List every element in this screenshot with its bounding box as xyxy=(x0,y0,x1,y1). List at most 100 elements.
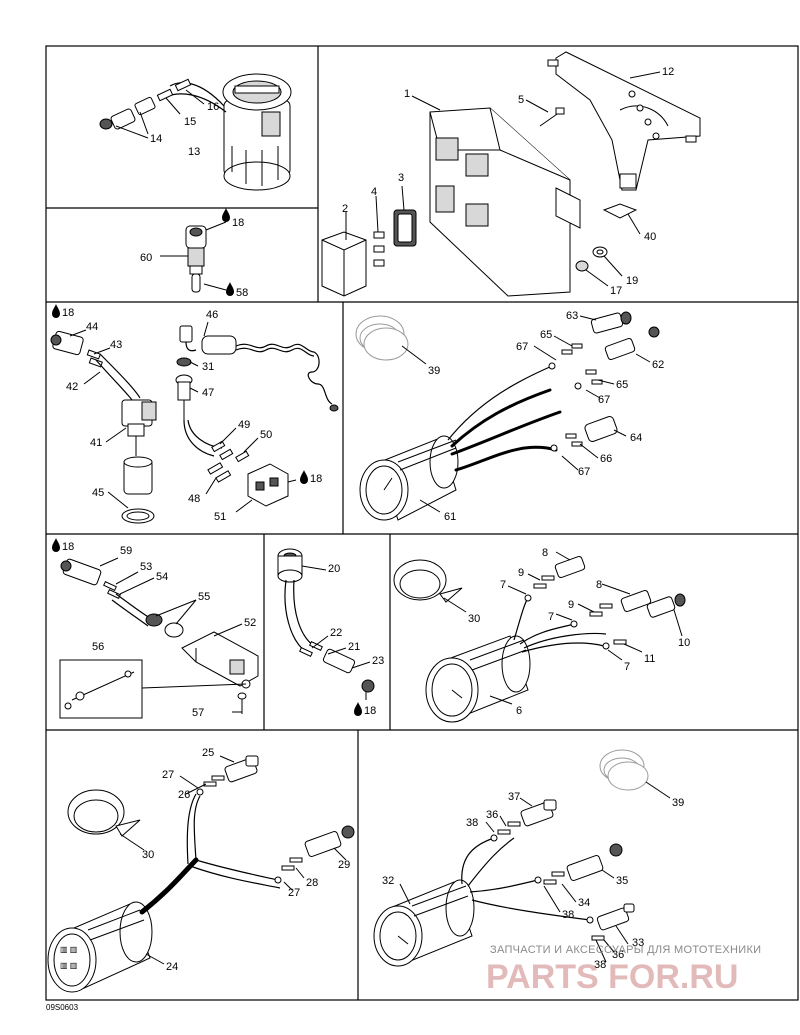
label-67: 67 xyxy=(516,341,528,353)
label-14: 14 xyxy=(150,133,162,145)
label-26: 26 xyxy=(178,789,190,801)
label-34: 34 xyxy=(578,897,590,909)
label-38: 38 xyxy=(594,959,606,971)
reference-code: 09S0603 xyxy=(46,1003,79,1012)
connector-23 xyxy=(322,648,375,693)
panel-trim-sender: 18 xyxy=(52,538,259,719)
label-36: 36 xyxy=(486,809,498,821)
watermark-tagline: ЗАПЧАСТИ И АКСЕССУАРЫ ДЛЯ МОТОТЕХНИКИ xyxy=(490,944,761,956)
label-4: 4 xyxy=(371,186,377,198)
sender-52 xyxy=(181,631,259,689)
connector-64 xyxy=(584,416,618,442)
terminals-49 xyxy=(211,440,234,461)
connectors-8 xyxy=(554,555,652,613)
panel-gauge-32: 39 xyxy=(373,749,684,971)
label-54: 54 xyxy=(156,571,168,583)
label-35: 35 xyxy=(616,875,628,887)
label-65: 65 xyxy=(616,379,628,391)
label-47: 47 xyxy=(202,387,214,399)
terminals-22-21 xyxy=(299,640,323,658)
terminal-16 xyxy=(174,78,192,92)
label-28: 28 xyxy=(306,877,318,889)
label-18: 18 xyxy=(62,307,74,319)
sensor-41 xyxy=(121,399,157,456)
grommets-55 xyxy=(145,613,184,638)
terminals-48 xyxy=(207,462,232,483)
terminals-53-54 xyxy=(103,580,121,600)
connector-63 xyxy=(590,311,632,334)
label-42: 42 xyxy=(66,381,78,393)
label-38: 38 xyxy=(562,909,574,921)
label-41: 41 xyxy=(90,437,102,449)
label-7: 7 xyxy=(548,611,554,623)
panel-bilge-pump: 14 15 16 13 xyxy=(99,73,292,191)
label-56: 56 xyxy=(92,641,104,653)
label-55: 55 xyxy=(198,591,210,603)
panel-temp-sensor: 18 60 58 xyxy=(140,208,248,299)
nut-17 xyxy=(575,260,589,272)
fuse-4 xyxy=(373,231,385,267)
label-40: 40 xyxy=(644,231,656,243)
label-57: 57 xyxy=(192,707,204,719)
label-3: 3 xyxy=(398,172,404,184)
label-49: 49 xyxy=(238,419,250,431)
screw-5 xyxy=(539,107,565,127)
drop-icon xyxy=(300,470,308,484)
label-20: 20 xyxy=(328,563,340,575)
cable-46 xyxy=(201,335,339,412)
relay-2 xyxy=(321,231,367,297)
label-67: 67 xyxy=(598,394,610,406)
connector-44 xyxy=(50,330,84,356)
bracket-12 xyxy=(547,51,701,191)
label-30: 30 xyxy=(142,849,154,861)
fuse-holder-3 xyxy=(393,209,417,247)
connector-10 xyxy=(646,593,686,618)
label-61: 61 xyxy=(444,511,456,523)
panel-control-module: 1 5 12 2 4 3 40 19 17 xyxy=(321,51,701,297)
label-66: 66 xyxy=(600,453,612,465)
label-27: 27 xyxy=(162,769,174,781)
terminal-15 xyxy=(156,88,174,102)
connector-25 xyxy=(224,755,259,783)
float-45 xyxy=(121,456,155,524)
watermark-logo: PARTS FOR.RU xyxy=(486,958,738,996)
gauge-61 xyxy=(359,435,459,521)
label-13: 13 xyxy=(188,146,200,158)
label-48: 48 xyxy=(188,493,200,505)
label-59: 59 xyxy=(120,545,132,557)
terminals-9-7-11 xyxy=(524,575,627,650)
label-31: 31 xyxy=(202,361,214,373)
clip-40 xyxy=(602,203,638,219)
label-67: 67 xyxy=(578,466,590,478)
label-1: 1 xyxy=(404,88,410,100)
label-25: 25 xyxy=(202,747,214,759)
connector-33 xyxy=(596,903,635,931)
label-46: 46 xyxy=(206,309,218,321)
connector-62 xyxy=(604,326,660,361)
svg-text:▥ ▥: ▥ ▥ xyxy=(60,945,77,954)
drop-icon xyxy=(52,538,60,552)
label-9: 9 xyxy=(568,599,574,611)
label-8: 8 xyxy=(542,547,548,559)
label-18: 18 xyxy=(310,473,322,485)
label-63: 63 xyxy=(566,310,578,322)
connector-14 xyxy=(99,96,156,130)
terminal-43 xyxy=(86,349,103,368)
panel-fuel-sensor: 18 44 43 42 41 45 xyxy=(50,304,339,524)
label-9: 9 xyxy=(518,567,524,579)
sender-47 xyxy=(175,325,197,420)
label-12: 12 xyxy=(662,66,674,78)
panel-gauge-24: 30 ▥ ▥ ▥ ▥ xyxy=(47,747,355,993)
washer-19 xyxy=(592,246,608,258)
label-39: 39 xyxy=(428,365,440,377)
label-19: 19 xyxy=(626,275,638,287)
panel-gauge-61: 39 xyxy=(355,310,664,523)
label-30: 30 xyxy=(468,613,480,625)
label-15: 15 xyxy=(184,116,196,128)
label-27: 27 xyxy=(288,887,300,899)
ring-39 xyxy=(355,315,409,361)
connector-51 xyxy=(247,463,289,507)
label-10: 10 xyxy=(678,637,690,649)
panel-frames xyxy=(45,45,799,1001)
